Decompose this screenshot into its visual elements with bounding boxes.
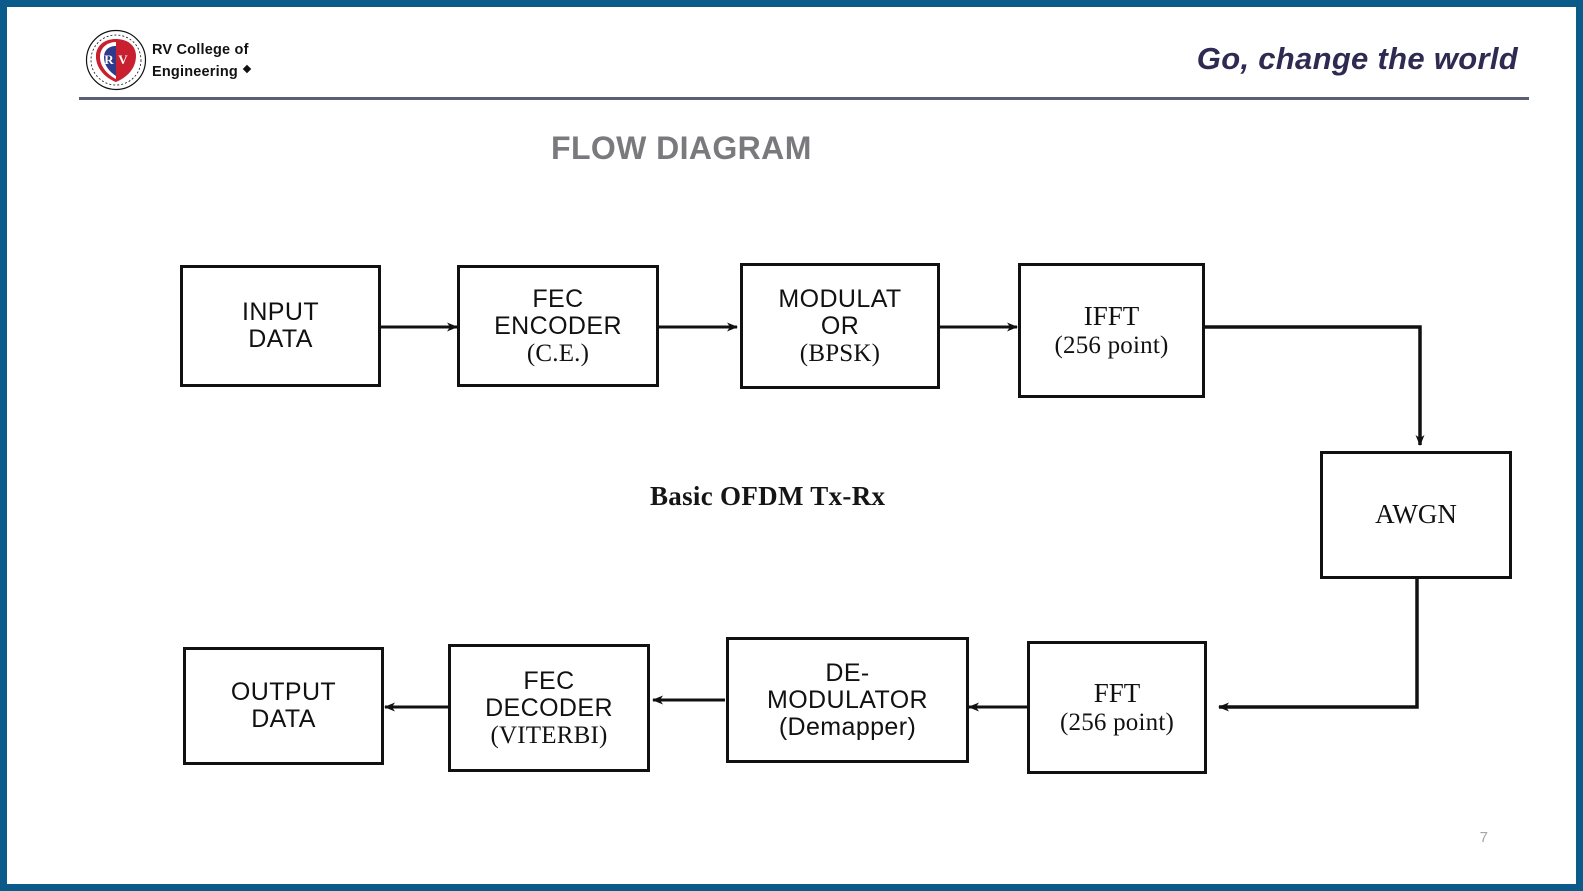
- node-demodulator[interactable]: DE- MODULATOR (Demapper): [726, 637, 969, 763]
- org-name-line-2: Engineering: [152, 64, 238, 80]
- node-label-line: DECODER: [485, 693, 613, 722]
- node-label-line: OUTPUT: [230, 678, 337, 706]
- org-name-block: RV College of Engineering: [152, 39, 352, 83]
- node-awgn[interactable]: AWGN: [1320, 451, 1512, 579]
- node-fft[interactable]: FFT (256 point): [1027, 641, 1207, 774]
- node-label-line: MODULAT: [778, 284, 902, 313]
- node-label-line: OR: [820, 311, 860, 340]
- node-label-line: (Demapper): [778, 712, 917, 741]
- node-ifft[interactable]: IFFT (256 point): [1018, 263, 1205, 398]
- node-input-data[interactable]: INPUT DATA: [180, 265, 381, 387]
- node-label-line: FEC: [523, 666, 575, 695]
- diagram-caption: Basic OFDM Tx-Rx: [650, 481, 886, 511]
- node-label-line: DE-: [825, 658, 870, 687]
- org-name-line-1: RV College of: [152, 42, 249, 58]
- node-label-line: DATA: [251, 705, 316, 733]
- node-label-line: (BPSK): [799, 339, 881, 367]
- node-label-line: FEC: [532, 284, 584, 313]
- svg-text:R: R: [104, 52, 114, 67]
- node-modulator[interactable]: MODULAT OR (BPSK): [740, 263, 940, 389]
- page-number: 7: [1479, 829, 1488, 846]
- node-label-line: FFT: [1093, 678, 1141, 709]
- node-label-line: ENCODER: [494, 311, 622, 340]
- node-label-line: MODULATOR: [766, 685, 929, 714]
- node-label-line: (C.E.): [526, 339, 590, 367]
- node-label-line: (VITERBI): [490, 721, 608, 749]
- node-label-line: DATA: [248, 325, 313, 353]
- page-title: FLOW DIAGRAM: [551, 130, 812, 166]
- node-label-line: AWGN: [1375, 499, 1457, 530]
- node-fec-encoder[interactable]: FEC ENCODER (C.E.): [457, 265, 659, 387]
- svg-text:V: V: [118, 52, 128, 67]
- rv-college-seal-icon: R V: [85, 29, 147, 91]
- node-label-line: IFFT: [1083, 301, 1140, 332]
- flow-diagram: INPUT DATA FEC ENCODER (C.E.) MODULAT OR…: [7, 7, 1576, 884]
- node-output-data[interactable]: OUTPUT DATA: [183, 647, 384, 765]
- node-label-line: INPUT: [242, 298, 319, 326]
- node-label-line: (256 point): [1060, 708, 1174, 736]
- node-label-line: (256 point): [1054, 331, 1169, 359]
- header-divider: [79, 97, 1529, 100]
- tagline: Go, change the world: [1196, 41, 1518, 76]
- node-fec-decoder[interactable]: FEC DECODER (VITERBI): [448, 644, 650, 772]
